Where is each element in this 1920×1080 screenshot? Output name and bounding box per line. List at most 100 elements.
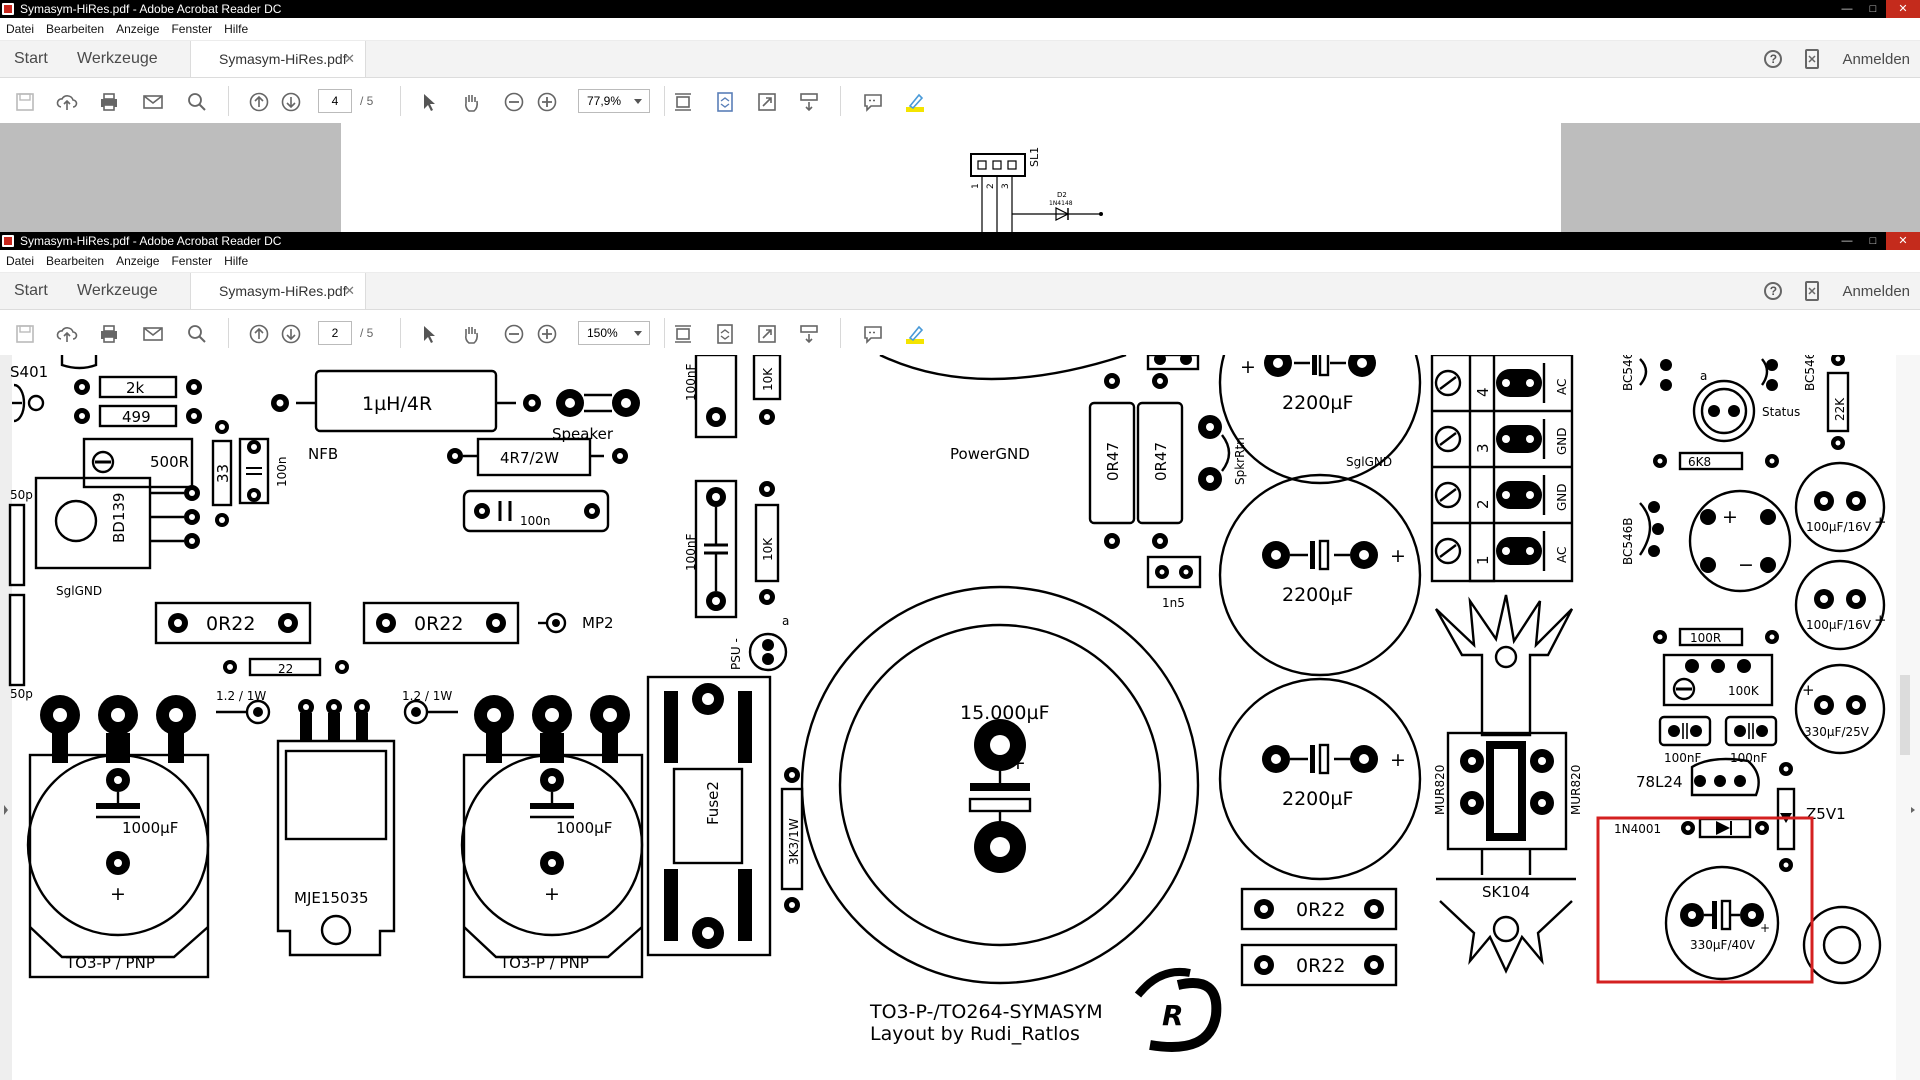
- menu-view[interactable]: Anzeige: [116, 22, 160, 36]
- comment-icon[interactable]: [862, 91, 884, 113]
- package-label: TO3-P / PNP: [65, 954, 155, 972]
- tab-start[interactable]: Start: [14, 282, 48, 299]
- print-icon[interactable]: [98, 323, 120, 345]
- hand-tool-icon[interactable]: [460, 323, 482, 345]
- comment-icon[interactable]: [862, 323, 884, 345]
- zoom-select[interactable]: 77,9%: [578, 89, 650, 113]
- menu-edit[interactable]: Bearbeiten: [46, 254, 105, 268]
- minimize-icon[interactable]: —: [1841, 3, 1853, 15]
- tab-document-label: Symasym-HiRes.pdf: [219, 51, 347, 67]
- resistor-value: 100R: [1690, 631, 1721, 645]
- page-view-icon[interactable]: [714, 91, 736, 113]
- sign-in-link[interactable]: Anmelden: [1842, 50, 1910, 68]
- terminal-block: 4 3 2 1 AC GND GND AC: [1430, 355, 1574, 583]
- fit-page-icon[interactable]: [672, 323, 694, 345]
- maximize-icon[interactable]: □: [1869, 3, 1877, 15]
- heatsink-label: SK104: [1482, 883, 1530, 901]
- tab-document[interactable]: Symasym-HiRes.pdf ✕: [190, 273, 366, 309]
- pin-label: 2: [986, 183, 996, 189]
- highlight-rectangle: [1596, 816, 1814, 984]
- maximize-icon[interactable]: □: [1869, 235, 1877, 247]
- menu-window[interactable]: Fenster: [171, 22, 213, 36]
- zoom-select[interactable]: 150%: [578, 321, 650, 345]
- page-up-icon[interactable]: [248, 91, 270, 113]
- highlight-icon[interactable]: [904, 91, 926, 113]
- polarity-plus: +: [1874, 513, 1887, 531]
- full-screen-icon[interactable]: [756, 91, 778, 113]
- menu-help[interactable]: Hilfe: [224, 22, 249, 36]
- full-screen-icon[interactable]: [756, 323, 778, 345]
- polarity-plus: +: [1722, 506, 1738, 528]
- window-title: Symasym-HiRes.pdf - Adobe Acrobat Reader…: [20, 2, 282, 16]
- zoom-in-icon[interactable]: [536, 323, 558, 345]
- page-view-icon[interactable]: [714, 323, 736, 345]
- to3p-package-right: 1000µF + TO3-P / PNP: [460, 695, 644, 979]
- search-icon[interactable]: [186, 91, 208, 113]
- zoom-out-icon[interactable]: [503, 323, 525, 345]
- tab-start[interactable]: Start: [14, 50, 48, 67]
- resistor-value: 499: [122, 408, 151, 426]
- page-number-input[interactable]: 4: [318, 89, 352, 113]
- resistor-value: 0R22: [1296, 899, 1345, 921]
- close-icon[interactable]: ✕: [1886, 232, 1920, 250]
- zoom-out-icon[interactable]: [503, 91, 525, 113]
- menu-file[interactable]: Datei: [6, 254, 35, 268]
- scroll-left-icon[interactable]: [4, 805, 8, 815]
- menu-file[interactable]: Datei: [6, 22, 35, 36]
- minimize-icon[interactable]: —: [1841, 235, 1853, 247]
- document-viewport[interactable]: SL1 1 2 3 D2 1N4148: [0, 123, 1920, 232]
- save-icon[interactable]: [14, 323, 36, 345]
- test-point-label: MP2: [582, 614, 614, 632]
- capacitor-2200-a: + 2200µF: [1218, 355, 1422, 485]
- menu-bar: Datei Bearbeiten Anzeige Fenster Hilfe: [0, 18, 1920, 41]
- fit-page-icon[interactable]: [672, 91, 694, 113]
- upload-cloud-icon[interactable]: [56, 91, 78, 113]
- page-number-input[interactable]: 2: [318, 321, 352, 345]
- select-cursor-icon[interactable]: [418, 323, 440, 345]
- title-bar[interactable]: Symasym-HiRes.pdf - Adobe Acrobat Reader…: [0, 0, 1920, 18]
- page-down-icon[interactable]: [280, 91, 302, 113]
- scroll-right-icon[interactable]: [1911, 807, 1915, 813]
- document-viewport[interactable]: .o{fill:none;stroke:#000;stroke-width:2.…: [0, 355, 1920, 1080]
- toolbar: 4 / 5 77,9%: [0, 78, 1920, 125]
- menu-help[interactable]: Hilfe: [224, 254, 249, 268]
- scroll-mode-icon[interactable]: [798, 323, 820, 345]
- mobile-link-icon[interactable]: [1804, 281, 1820, 301]
- close-tab-icon[interactable]: ✕: [344, 283, 355, 298]
- to220-package: MJE15035: [276, 699, 396, 957]
- help-icon[interactable]: ?: [1764, 282, 1783, 300]
- search-icon[interactable]: [186, 323, 208, 345]
- close-tab-icon[interactable]: ✕: [344, 51, 355, 66]
- hand-tool-icon[interactable]: [460, 91, 482, 113]
- net-label: NFB: [308, 445, 338, 463]
- menu-edit[interactable]: Bearbeiten: [46, 22, 105, 36]
- vertical-scrollbar[interactable]: [1900, 675, 1910, 755]
- email-icon[interactable]: [142, 91, 164, 113]
- heatsink-sk104: MUR820 MUR820 SK104: [1433, 594, 1583, 974]
- scroll-mode-icon[interactable]: [798, 91, 820, 113]
- email-icon[interactable]: [142, 323, 164, 345]
- page-down-icon[interactable]: [280, 323, 302, 345]
- terminal-number: 1: [1474, 555, 1492, 565]
- sign-in-link[interactable]: Anmelden: [1842, 282, 1910, 300]
- inductor-value: 1µH/4R: [362, 393, 432, 415]
- save-icon[interactable]: [14, 91, 36, 113]
- help-icon[interactable]: ?: [1764, 50, 1783, 68]
- mobile-link-icon[interactable]: [1804, 49, 1820, 69]
- tab-document[interactable]: Symasym-HiRes.pdf ✕: [190, 41, 366, 77]
- resistor-value: 22: [278, 662, 293, 676]
- upload-cloud-icon[interactable]: [56, 323, 78, 345]
- net-label: PowerGND: [950, 445, 1030, 463]
- menu-view[interactable]: Anzeige: [116, 254, 160, 268]
- close-icon[interactable]: ✕: [1886, 0, 1920, 18]
- transistor-label: MJE15035: [294, 889, 369, 907]
- zoom-in-icon[interactable]: [536, 91, 558, 113]
- highlight-icon[interactable]: [904, 323, 926, 345]
- tab-tools[interactable]: Werkzeuge: [77, 282, 158, 299]
- select-cursor-icon[interactable]: [418, 91, 440, 113]
- page-up-icon[interactable]: [248, 323, 270, 345]
- print-icon[interactable]: [98, 91, 120, 113]
- tab-tools[interactable]: Werkzeuge: [77, 50, 158, 67]
- title-bar[interactable]: Symasym-HiRes.pdf - Adobe Acrobat Reader…: [0, 232, 1920, 250]
- menu-window[interactable]: Fenster: [171, 254, 213, 268]
